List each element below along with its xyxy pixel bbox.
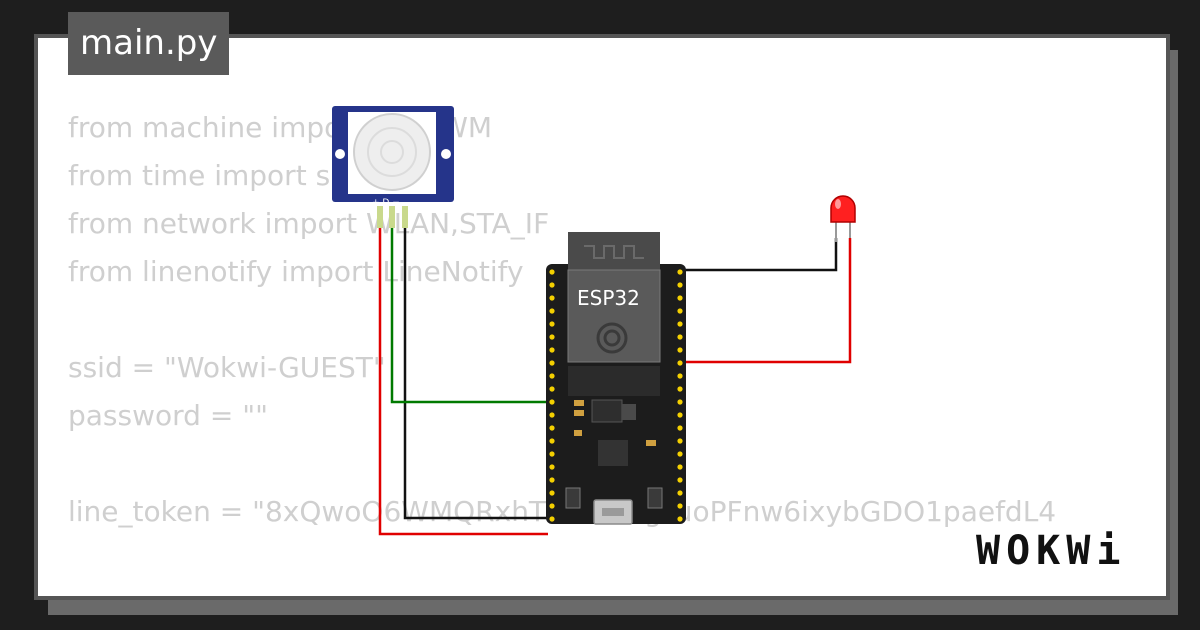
led-body [830, 195, 856, 223]
pir-sensor[interactable]: + D − [332, 106, 454, 228]
wire-red-led[interactable] [682, 238, 852, 364]
esp32-board[interactable]: ESP32 [546, 232, 686, 525]
boot-button[interactable] [647, 487, 663, 509]
esp32-pins-right [677, 269, 683, 522]
esp32-label: ESP32 [577, 286, 640, 310]
pir-pin-labels: + D − [372, 198, 400, 208]
pir-pin-data[interactable] [389, 206, 395, 228]
voltage-regulator [591, 399, 623, 423]
pir-pin-gnd[interactable] [402, 206, 408, 228]
file-tab[interactable]: main.py [68, 12, 230, 75]
code-line: wlan = WLAN(STA_IF) [68, 584, 1056, 596]
code-line: from linenotify import LineNotify [68, 255, 524, 288]
pir-dome [353, 113, 431, 191]
wire-black-led-gnd[interactable] [682, 238, 838, 272]
wire-green-signal[interactable] [390, 208, 548, 404]
pir-mount-hole-left [335, 149, 345, 159]
wokwi-logo: WOKWi [976, 528, 1127, 574]
code-line: ssid = "Wokwi-GUEST" [68, 351, 386, 384]
esp32-module-shield [567, 269, 661, 363]
pir-mount-hole-right [441, 149, 451, 159]
wire-black-gnd[interactable] [403, 208, 548, 520]
pir-pin-vcc[interactable] [377, 206, 383, 228]
code-line: from network import WLAN,STA_IF [68, 207, 550, 240]
en-button[interactable] [565, 487, 581, 509]
usb-uart-chip [598, 440, 628, 466]
led[interactable] [830, 195, 856, 242]
code-line: password = "" [68, 399, 268, 432]
espressif-logo-icon [596, 322, 628, 354]
wires [378, 208, 852, 536]
esp32-pins-left [549, 269, 555, 522]
wire-red-vcc[interactable] [378, 208, 548, 536]
